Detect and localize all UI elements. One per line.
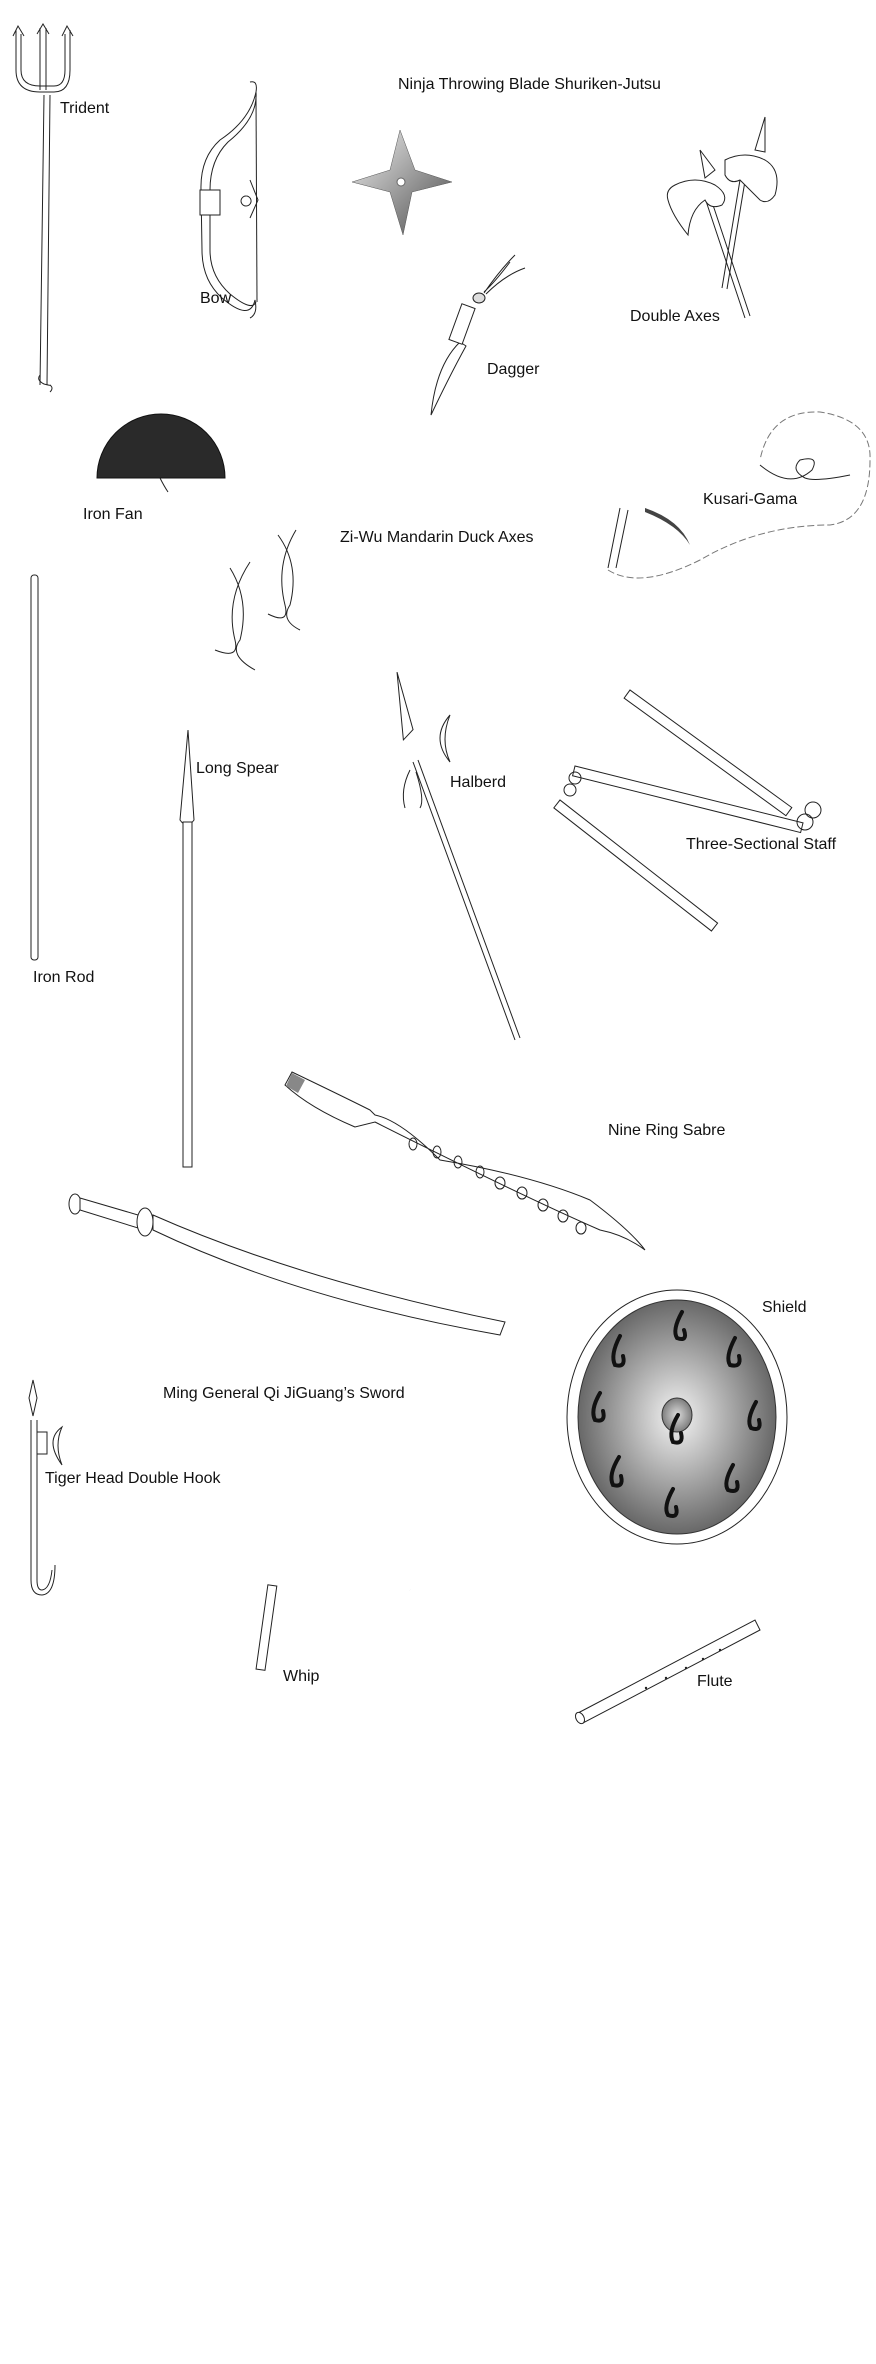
bow-icon — [199, 81, 259, 319]
double-axes-icon — [666, 116, 778, 319]
flute-icon — [574, 1619, 761, 1725]
halberd-icon — [396, 671, 521, 1041]
label-shield: Shield — [762, 1299, 807, 1316]
label-dagger: Dagger — [487, 361, 540, 378]
label-tiger-hook: Tiger Head Double Hook — [45, 1470, 221, 1487]
whip-icon — [255, 1493, 534, 1716]
label-trident: Trident — [60, 100, 110, 117]
tiger-head-hook-icon — [28, 1379, 64, 1596]
long-spear-icon — [179, 729, 195, 1168]
label-kusari-gama: Kusari-Gama — [703, 491, 798, 508]
label-iron-fan: Iron Fan — [83, 506, 143, 523]
shuriken-icon — [351, 129, 453, 236]
iron-fan-icon — [96, 413, 226, 493]
label-whip: Whip — [283, 1668, 320, 1685]
label-three-sectional-staff: Three-Sectional Staff — [686, 836, 837, 853]
iron-rod-icon — [30, 574, 39, 961]
label-flute: Flute — [697, 1673, 733, 1690]
sword-icon — [68, 1193, 506, 1336]
label-halberd: Halberd — [450, 774, 507, 791]
dagger-icon — [430, 254, 526, 416]
label-shuriken: Ninja Throwing Blade Shuriken-Jutsu — [398, 76, 661, 93]
shield-icon — [566, 1289, 788, 1545]
trident-icon — [12, 23, 74, 393]
label-iron-rod: Iron Rod — [33, 969, 95, 986]
mandarin-duck-axes-icon — [214, 529, 301, 671]
label-ming-sword: Ming General Qi JiGuang’s Sword — [163, 1385, 405, 1402]
label-nine-ring-sabre: Nine Ring Sabre — [608, 1122, 726, 1139]
three-sectional-staff-icon — [553, 689, 822, 932]
label-long-spear: Long Spear — [196, 760, 279, 777]
label-double-axes: Double Axes — [630, 308, 720, 325]
label-bow: Bow — [200, 290, 232, 307]
nine-ring-sabre-icon — [284, 1071, 646, 1251]
kusari-gama-icon — [607, 411, 871, 579]
label-zi-wu-axes: Zi-Wu Mandarin Duck Axes — [340, 529, 534, 546]
